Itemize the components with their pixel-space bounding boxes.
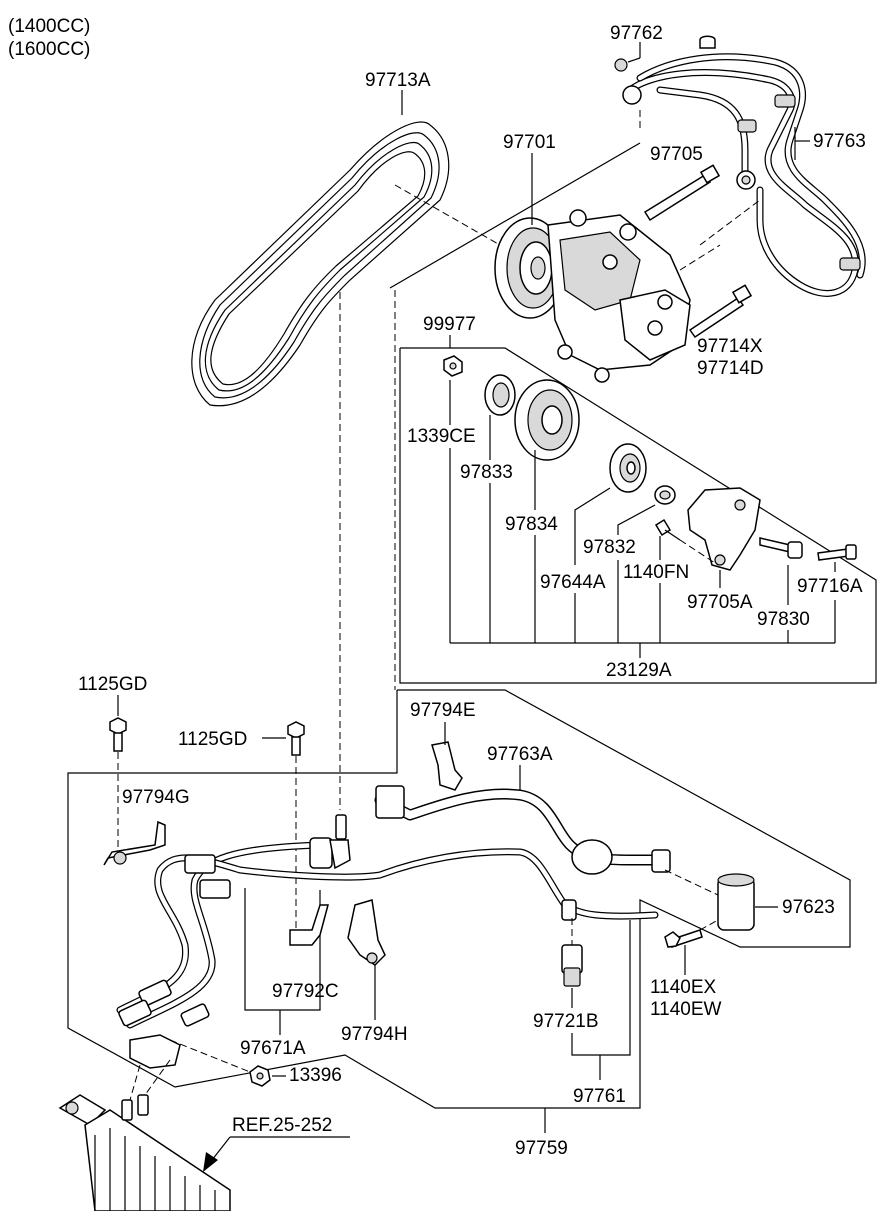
label-97834: 97834 (505, 514, 558, 535)
nut-13396 (249, 1065, 271, 1087)
suction-discharge-pipes (614, 35, 866, 297)
label-1125GD-left: 1125GD (78, 674, 147, 695)
clutch-nut (443, 355, 463, 377)
label-99977: 99977 (423, 314, 476, 335)
bolt-1125GD-left (109, 717, 127, 752)
label-97705: 97705 (650, 144, 703, 165)
variant-1400: (1400CC) (8, 16, 90, 37)
liquid-lines (116, 814, 659, 1069)
label-97763: 97763 (813, 131, 866, 152)
clutch-shim (484, 374, 516, 416)
label-97759: 97759 (515, 1138, 568, 1159)
label-97714D: 97714D (697, 358, 764, 379)
through-bolt-stud (688, 284, 753, 339)
clip-97794H (347, 899, 386, 966)
label-1140EX: 1140EX (650, 977, 717, 998)
label-1125GD-mid: 1125GD (178, 729, 247, 750)
label-23129A: 23129A (606, 660, 672, 681)
label-97794H: 97794H (341, 1024, 408, 1045)
label-97794E: 97794E (410, 700, 476, 721)
small-bolt (654, 518, 681, 541)
label-97763A: 97763A (487, 744, 553, 765)
label-97716A: 97716A (797, 576, 863, 597)
label-97721B: 97721B (533, 1011, 599, 1032)
label-97671A: 97671A (240, 1038, 306, 1059)
clip-97794G (103, 820, 166, 866)
label-13396: 13396 (289, 1065, 342, 1086)
variant-1600: (1600CC) (8, 39, 90, 60)
label-97832: 97832 (583, 537, 636, 558)
long-bolt (759, 537, 803, 559)
field-coil (609, 443, 647, 493)
long-bolt-2 (817, 544, 857, 561)
label-97762: 97762 (610, 23, 663, 44)
label-ref-25-252: REF.25-252 (232, 1115, 332, 1136)
bolt-1140EX (664, 929, 703, 948)
drive-belt (191, 121, 450, 407)
label-97830: 97830 (757, 609, 810, 630)
label-1140FN: 1140FN (623, 562, 689, 583)
label-97705A: 97705A (687, 592, 753, 613)
label-1339CE: 1339CE (407, 426, 476, 447)
receiver-drier (717, 873, 755, 931)
label-97794G: 97794G (122, 787, 190, 808)
bolt-1125GD-mid (287, 721, 305, 756)
label-97713A: 97713A (365, 70, 431, 91)
condenser (58, 1094, 231, 1211)
clip-97794E (431, 741, 463, 791)
ref-arrow-icon (203, 1152, 218, 1172)
label-1140EW: 1140EW (650, 999, 722, 1020)
compressor (494, 209, 691, 383)
clutch-pulley (514, 379, 580, 461)
label-97644A: 97644A (540, 572, 606, 593)
label-97761: 97761 (573, 1086, 626, 1107)
label-97714X: 97714X (697, 336, 763, 357)
through-bolt-top (643, 164, 721, 222)
pressure-switch (561, 944, 583, 987)
label-97701: 97701 (503, 132, 556, 153)
clip-97792C (289, 904, 329, 946)
mounting-bracket (687, 487, 761, 571)
hose-97763A (374, 785, 671, 875)
label-97623: 97623 (782, 897, 835, 918)
label-97792C: 97792C (272, 981, 339, 1002)
bearing (654, 485, 676, 505)
label-97833: 97833 (460, 462, 513, 483)
